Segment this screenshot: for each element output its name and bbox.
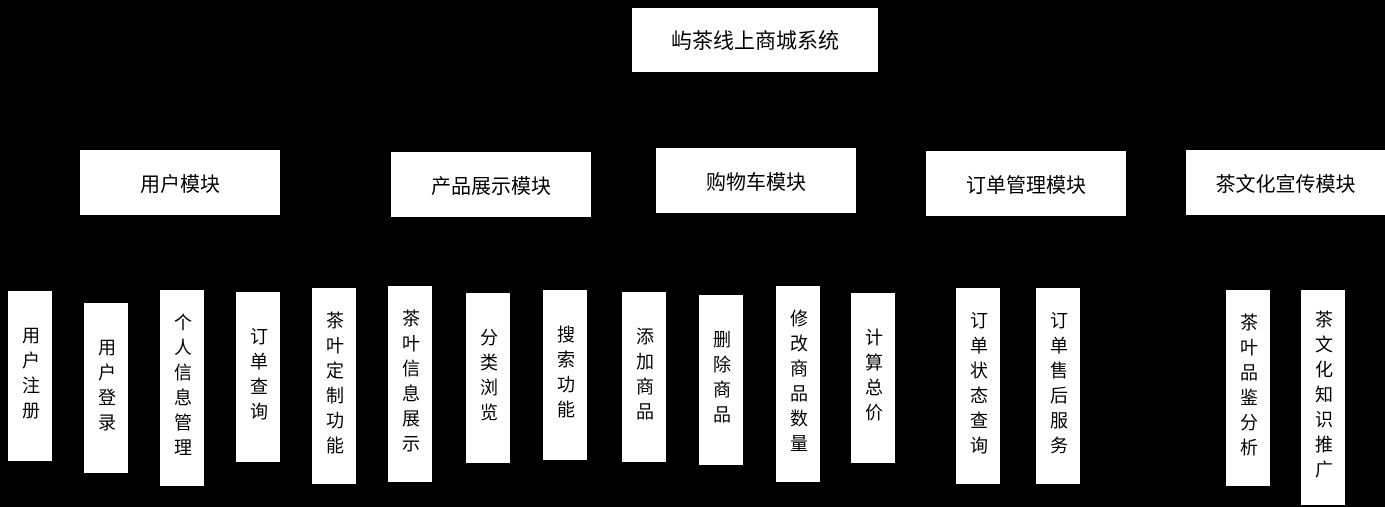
leaf-add-product-label: 添加商品 bbox=[634, 327, 654, 427]
leaf-add-product: 添加商品 bbox=[622, 292, 666, 462]
root-node-label: 屿茶线上商城系统 bbox=[671, 29, 839, 53]
leaf-tea-tasting-analysis: 茶叶品鉴分析 bbox=[1226, 290, 1270, 486]
leaf-order-after-sale-service-label: 订单售后服务 bbox=[1048, 311, 1068, 461]
leaf-category-browse-label: 分类浏览 bbox=[478, 328, 498, 428]
leaf-calculate-total-price-label: 计算总价 bbox=[863, 328, 883, 428]
module-tea-culture-label: 茶文化宣传模块 bbox=[1215, 174, 1356, 196]
leaf-order-status-query: 订单状态查询 bbox=[956, 288, 1000, 484]
leaf-search-function-label: 搜索功能 bbox=[555, 325, 575, 425]
leaf-order-query: 订单查询 bbox=[236, 292, 280, 462]
leaf-tea-tasting-analysis-label: 茶叶品鉴分析 bbox=[1238, 313, 1258, 463]
leaf-delete-product-label: 删除商品 bbox=[711, 330, 731, 430]
leaf-calculate-total-price: 计算总价 bbox=[851, 293, 895, 463]
leaf-tea-culture-knowledge-promotion-label: 茶文化知识推广 bbox=[1313, 310, 1333, 485]
module-product-display-label: 产品展示模块 bbox=[431, 176, 551, 198]
leaf-user-login-label: 用户登录 bbox=[96, 338, 116, 438]
root-node-system: 屿茶线上商城系统 bbox=[632, 8, 878, 72]
leaf-personal-info-management-label: 个人信息管理 bbox=[172, 313, 192, 463]
leaf-order-status-query-label: 订单状态查询 bbox=[968, 311, 988, 461]
leaf-search-function: 搜索功能 bbox=[543, 290, 587, 460]
module-user-label: 用户模块 bbox=[140, 174, 220, 196]
leaf-tea-customization-label: 茶叶定制功能 bbox=[324, 311, 344, 461]
leaf-tea-customization: 茶叶定制功能 bbox=[312, 288, 356, 484]
leaf-category-browse: 分类浏览 bbox=[466, 293, 510, 463]
leaf-order-after-sale-service: 订单售后服务 bbox=[1036, 288, 1080, 484]
leaf-delete-product: 删除商品 bbox=[699, 295, 743, 465]
module-user: 用户模块 bbox=[80, 150, 280, 215]
leaf-user-register: 用户注册 bbox=[8, 291, 52, 461]
leaf-modify-product-quantity: 修改商品数量 bbox=[776, 286, 820, 482]
module-order-management-label: 订单管理模块 bbox=[966, 175, 1086, 197]
leaf-user-register-label: 用户注册 bbox=[20, 326, 40, 426]
leaf-user-login: 用户登录 bbox=[84, 303, 128, 473]
leaf-modify-product-quantity-label: 修改商品数量 bbox=[788, 309, 808, 459]
leaf-tea-info-display-label: 茶叶信息展示 bbox=[400, 309, 420, 459]
module-shopping-cart: 购物车模块 bbox=[656, 148, 856, 213]
module-order-management: 订单管理模块 bbox=[926, 151, 1126, 216]
module-product-display: 产品展示模块 bbox=[391, 152, 591, 217]
module-shopping-cart-label: 购物车模块 bbox=[706, 172, 806, 194]
leaf-tea-info-display: 茶叶信息展示 bbox=[388, 286, 432, 482]
leaf-tea-culture-knowledge-promotion: 茶文化知识推广 bbox=[1301, 290, 1345, 505]
leaf-personal-info-management: 个人信息管理 bbox=[160, 290, 204, 486]
module-tea-culture: 茶文化宣传模块 bbox=[1186, 150, 1385, 215]
leaf-order-query-label: 订单查询 bbox=[248, 327, 268, 427]
